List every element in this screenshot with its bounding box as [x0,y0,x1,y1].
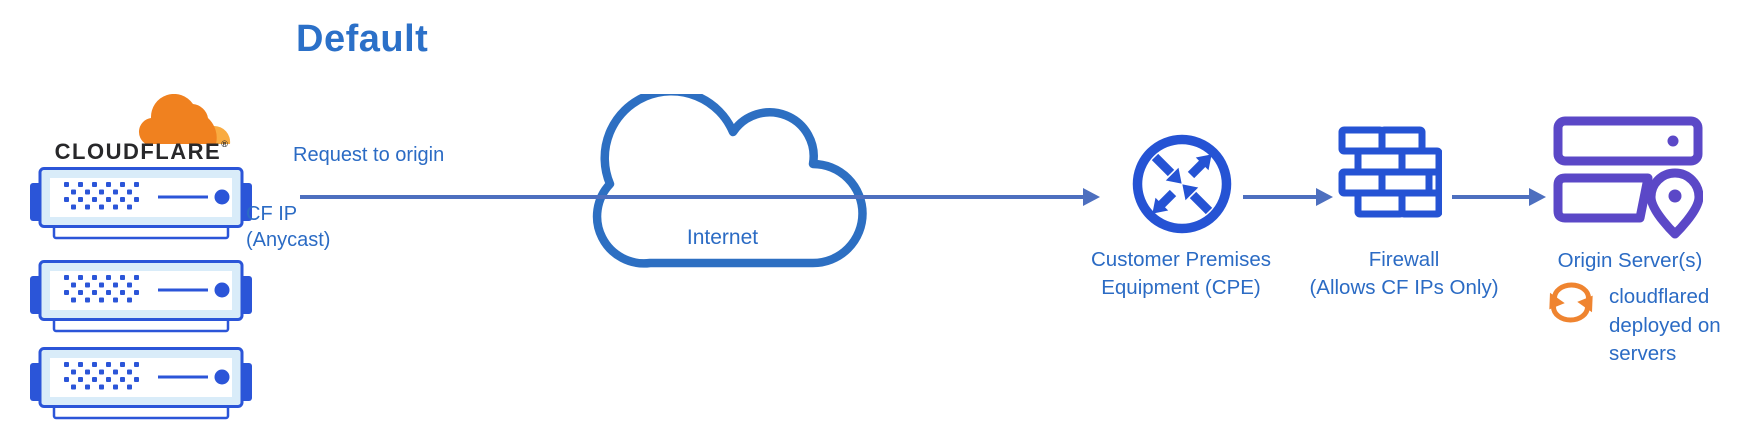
firewall-label-line2: (Allows CF IPs Only) [1309,276,1499,299]
cloudflare-wordmark-text: CLOUDFLARE [54,139,222,164]
origin-server-label: Origin Server(s) [1557,249,1703,272]
cpe-to-firewall-arrow-head-icon [1316,188,1333,206]
cf-ip-anycast-label: CF IP (Anycast) [246,201,330,253]
firewall-label: Firewall (Allows CF IPs Only) [1280,246,1528,302]
internet-label: Internet [686,226,759,249]
cloudflared-sync-icon [1542,279,1600,332]
cloudflare-server-2-icon [30,260,252,340]
request-arrow-line [300,195,1084,199]
anycast-line: (Anycast) [246,229,331,251]
request-arrow-head-icon [1083,188,1100,206]
origin-server-icon [1553,116,1704,245]
cloudflare-server-1-icon [30,167,252,247]
firewall-to-origin-arrow-line [1452,195,1530,199]
cloudflared-note: cloudflared deployed on servers [1609,283,1758,369]
firewall-icon [1338,126,1443,227]
cpe-label: Customer Premises Equipment (CPE) [1046,246,1316,302]
cloudflare-wordmark: CLOUDFLARE® [36,139,248,165]
firewall-label-line1: Firewall [1368,248,1440,271]
request-to-origin-label: Request to origin [293,144,445,166]
cpe-to-firewall-arrow-line [1243,195,1317,199]
cloudflared-note-line2: deployed on [1609,313,1721,337]
diagram-title: Default [296,18,429,60]
registered-mark: ® [221,139,230,149]
cf-ip-line: CF IP [246,203,298,225]
cpe-label-line2: Equipment (CPE) [1101,276,1261,299]
cloudflared-note-line1: cloudflared [1609,285,1710,308]
cloudflare-logo-icon [138,93,236,144]
firewall-to-origin-arrow-head-icon [1529,188,1546,206]
cpe-router-icon [1132,134,1232,239]
cloudflared-note-line3: servers [1609,342,1677,365]
cpe-label-line1: Customer Premises [1091,248,1271,271]
cloudflare-server-3-icon [30,347,252,427]
